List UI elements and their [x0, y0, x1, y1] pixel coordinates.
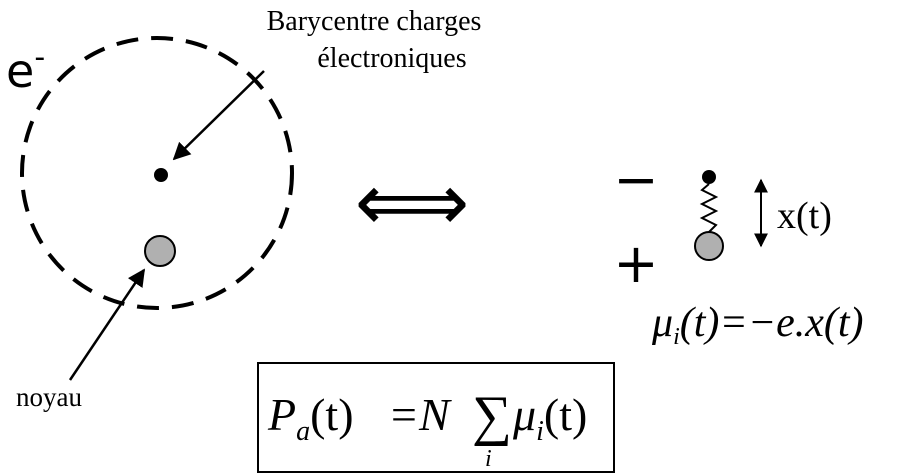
polarization-equation-box	[257, 362, 615, 473]
nucleus-pointer-arrow	[68, 268, 146, 381]
sum-symbol-icon: ∑	[472, 385, 512, 447]
polarization-equals-N: =N	[388, 389, 452, 440]
electron-barycentre-dot	[154, 168, 168, 182]
dipole-moment-equation: μi(t)=−e.x(t)	[651, 300, 864, 350]
spring-icon	[699, 183, 719, 233]
positive-charge-sign: +	[613, 232, 658, 295]
polarization-P: Pa(t)	[267, 389, 354, 447]
barycentre-label-line1: Barycentre charges	[267, 6, 482, 37]
equivalence-arrow-icon: ⟺	[355, 156, 470, 249]
nucleus-circle	[144, 235, 176, 267]
negative-charge-sign: −	[613, 148, 658, 211]
electron-cloud-circle	[20, 36, 294, 310]
barycentre-pointer-arrow	[172, 70, 265, 161]
dipole-electron-dot	[702, 170, 716, 184]
barycentre-label-line2: électroniques	[317, 43, 466, 74]
nucleus-label: noyau	[16, 382, 82, 412]
dipole-nucleus-circle	[694, 231, 724, 261]
sum-index: i	[485, 446, 492, 472]
electron-symbol: e-	[6, 40, 45, 98]
displacement-label: x(t)	[777, 195, 832, 237]
polarization-mu-term: μi(t)	[512, 389, 587, 447]
